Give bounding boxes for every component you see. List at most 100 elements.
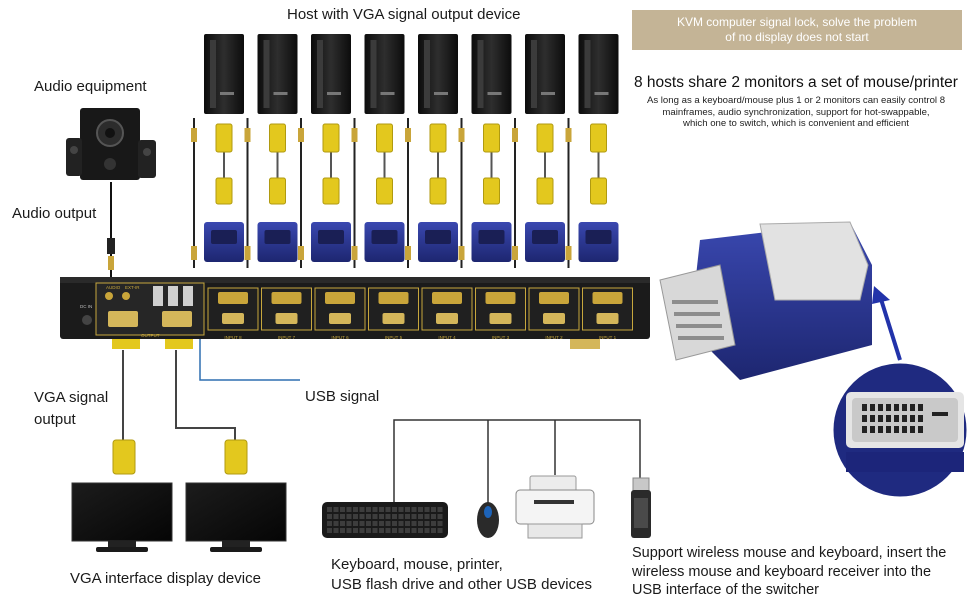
vga-output-cables	[112, 339, 300, 475]
vga-plug-icon	[376, 123, 393, 153]
vga-plug-icon	[536, 123, 554, 153]
vga-port-icon	[596, 313, 619, 324]
vga-port-icon	[578, 222, 619, 262]
host-cable	[405, 118, 447, 268]
usb-devices-label-line-1: Keyboard, mouse, printer,	[331, 556, 503, 573]
output-port-label: OUTPUT	[141, 333, 160, 338]
kvm-banner: KVM computer signal lock, solve the prob…	[632, 10, 962, 50]
vga-port-icon	[204, 222, 244, 262]
vga-plug-icon	[536, 177, 554, 205]
host-computer-icon	[364, 34, 405, 114]
hdmi-port-icon	[325, 292, 355, 304]
vga-plug-icon	[322, 123, 340, 153]
banner-line-1: KVM computer signal lock, solve the prob…	[676, 15, 918, 29]
host-cable	[512, 118, 554, 268]
vga-plug-icon	[322, 177, 340, 205]
vga-plug-icon	[429, 123, 447, 153]
vga-port-icon	[275, 313, 298, 324]
kvm-input-port: INPUT 7	[261, 287, 312, 340]
vga-plug-icon	[269, 123, 286, 153]
host-computers	[204, 34, 619, 114]
vga-port-icon	[311, 222, 351, 262]
usb-signal-lines	[393, 419, 641, 508]
vga-port-connectors	[204, 222, 619, 262]
vga-plug-icon	[215, 177, 233, 205]
vga-port-icon	[543, 313, 565, 324]
vga-plug-icon	[483, 123, 500, 153]
input-port-label: INPUT 8	[224, 335, 242, 340]
vga-port-icon	[222, 313, 244, 324]
kvm-input-port: INPUT 1	[582, 287, 633, 340]
printer-icon	[515, 475, 595, 539]
hdmi-port-icon	[592, 292, 623, 304]
vga-plug-icon	[376, 177, 393, 205]
hdmi-port-icon	[378, 292, 409, 304]
dvi-port-closeup	[830, 360, 970, 500]
hdmi-port-icon	[271, 292, 302, 304]
host-cable	[298, 118, 340, 268]
kvm-input-port: INPUT 2	[528, 287, 580, 340]
audio-cable	[107, 182, 115, 282]
input-port-label: INPUT 5	[385, 335, 403, 340]
hdmi-port-icon	[539, 292, 569, 304]
vga-port-icon	[489, 313, 512, 324]
vga-port-icon	[436, 313, 458, 324]
host-computer-icon	[204, 34, 244, 114]
feature-line-1: As long as a keyboard/mouse plus 1 or 2 …	[646, 95, 946, 106]
host-cable	[351, 118, 393, 268]
input-port-label: INPUT 3	[492, 335, 510, 340]
input-port-label: INPUT 4	[438, 335, 456, 340]
audio-equipment-label: Audio equipment	[34, 78, 147, 95]
host-cable	[244, 118, 286, 268]
feature-line-2: mainframes, audio synchronization, suppo…	[662, 106, 930, 118]
hdmi-port-icon	[485, 292, 516, 304]
wireless-note-line-3: USB interface of the switcher	[632, 582, 819, 598]
vga-signal-output-label-line-2: output	[34, 411, 76, 428]
feature-description: As long as a keyboard/mouse plus 1 or 2 …	[634, 95, 958, 130]
hdmi-port-icon	[218, 292, 248, 304]
hdmi-port-icon	[432, 292, 462, 304]
host-computer-icon	[525, 34, 565, 114]
audio-output-label: Audio output	[12, 205, 97, 222]
usb-flash-drive-icon	[631, 477, 651, 538]
dc-in-label: DC IN	[80, 304, 92, 309]
host-cable	[191, 118, 233, 268]
kvm-input-port: INPUT 4	[421, 287, 473, 340]
wireless-note-line-2: wireless mouse and keyboard receiver int…	[632, 564, 932, 580]
vga-display-label: VGA interface display device	[70, 570, 261, 587]
vga-plug-icon	[429, 177, 447, 205]
ext-ir-port-label: EXT-IR	[125, 285, 140, 290]
vga-signal-output-label-line-1: VGA signal	[34, 389, 109, 406]
host-title: Host with VGA signal output device	[287, 6, 521, 23]
input-port-label: INPUT 1	[599, 335, 617, 340]
vga-port-icon	[525, 222, 565, 262]
vga-port-icon	[364, 222, 405, 262]
kvm-input-port: INPUT 5	[368, 287, 419, 340]
vga-port-icon	[418, 222, 458, 262]
wireless-note-line-1: Support wireless mouse and keyboard, ins…	[632, 545, 947, 561]
host-cable	[565, 118, 607, 268]
kvm-input-port: INPUT 8	[207, 287, 259, 340]
host-cable	[458, 118, 500, 268]
vga-port-icon	[329, 313, 351, 324]
host-cables	[191, 118, 607, 268]
host-computer-icon	[578, 34, 619, 114]
vga-plug-icon	[269, 177, 286, 205]
keyboard-icon	[322, 502, 448, 538]
host-computer-icon	[471, 34, 512, 114]
input-port-label: INPUT 2	[545, 335, 563, 340]
vga-plug-icon	[590, 177, 607, 205]
usb-signal-label: USB signal	[305, 388, 380, 405]
host-computer-icon	[418, 34, 458, 114]
kvm-input-ports: INPUT 8 INPUT 7 INPUT 6 INPUT 5 INPUT 4 INPUT…	[207, 287, 633, 340]
kvm-input-port: INPUT 6	[314, 287, 366, 340]
vga-port-icon	[382, 313, 405, 324]
kvm-input-port: INPUT 3	[475, 287, 526, 340]
host-computer-icon	[311, 34, 351, 114]
dvi-vga-adapter-image	[659, 221, 902, 380]
banner-line-2: of no display does not start	[725, 30, 869, 44]
input-port-label: INPUT 6	[331, 335, 349, 340]
audio-port-label: AUDIO	[106, 285, 121, 290]
